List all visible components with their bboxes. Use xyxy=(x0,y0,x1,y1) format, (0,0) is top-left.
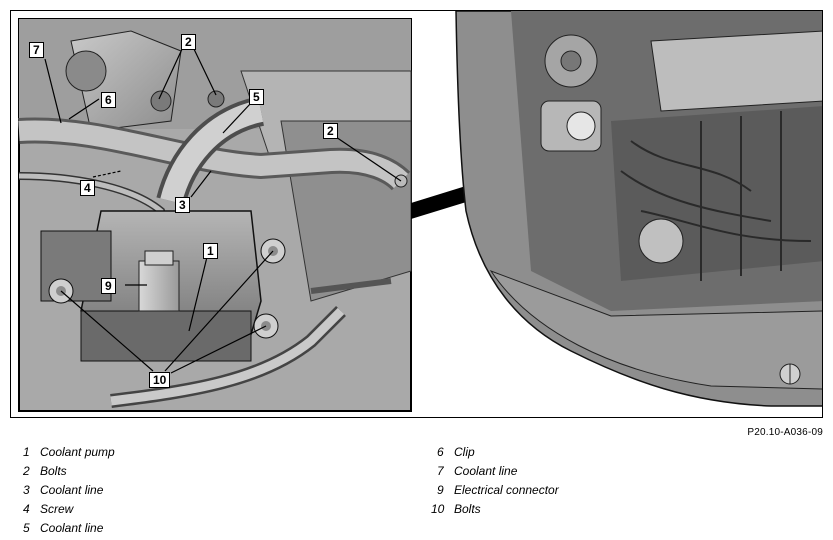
legend-label: Bolts xyxy=(454,502,481,516)
callout-2-right: 2 xyxy=(323,123,338,139)
callout-4: 4 xyxy=(80,180,95,196)
callout-1: 1 xyxy=(203,243,218,259)
legend-number: 2 xyxy=(23,464,30,478)
legend-item: 5 Coolant line xyxy=(10,519,115,538)
callout-3: 3 xyxy=(175,197,190,213)
legend-right: 6 Clip 7 Coolant line 9 Electrical connecto… xyxy=(424,443,559,519)
detail-view xyxy=(18,18,412,412)
figure-reference: P20.10-A036-09 xyxy=(747,427,823,438)
legend-label: Coolant line xyxy=(40,483,104,497)
engine-drawing xyxy=(18,11,822,412)
legend-item: 4 Screw xyxy=(10,500,115,519)
callout-6: 6 xyxy=(101,92,116,108)
legend-number: 9 xyxy=(437,483,444,497)
legend-item: 9 Electrical connector xyxy=(424,481,559,500)
legend-number: 10 xyxy=(431,502,445,516)
legend-label: Screw xyxy=(40,502,74,516)
legend-number: 6 xyxy=(437,445,444,459)
legend-item: 7 Coolant line xyxy=(424,462,559,481)
legend-item: 3 Coolant line xyxy=(10,481,115,500)
overview-view xyxy=(455,11,822,407)
callout-2-top: 2 xyxy=(181,34,196,50)
callout-7: 7 xyxy=(29,42,44,58)
legend-label: Bolts xyxy=(40,464,67,478)
legend-label: Coolant line xyxy=(454,464,518,478)
callout-9: 9 xyxy=(101,278,116,294)
legend-label: Electrical connector xyxy=(454,483,559,497)
legend-number: 7 xyxy=(437,464,444,478)
engine-illustration: 7 6 2 5 2 4 3 1 9 10 xyxy=(10,10,823,418)
legend-item: 6 Clip xyxy=(424,443,559,462)
legend-label: Coolant pump xyxy=(40,445,115,459)
legend-item: 2 Bolts xyxy=(10,462,115,481)
legend-number: 1 xyxy=(23,445,30,459)
callout-5: 5 xyxy=(249,89,264,105)
legend-label: Clip xyxy=(454,445,475,459)
legend-label: Coolant line xyxy=(40,521,104,535)
legend-item: 10 Bolts xyxy=(424,500,559,519)
legend-number: 3 xyxy=(23,483,30,497)
legend-number: 5 xyxy=(23,521,30,535)
legend-number: 4 xyxy=(23,502,30,516)
callout-10: 10 xyxy=(149,372,171,388)
legend-item: 1 Coolant pump xyxy=(10,443,115,462)
